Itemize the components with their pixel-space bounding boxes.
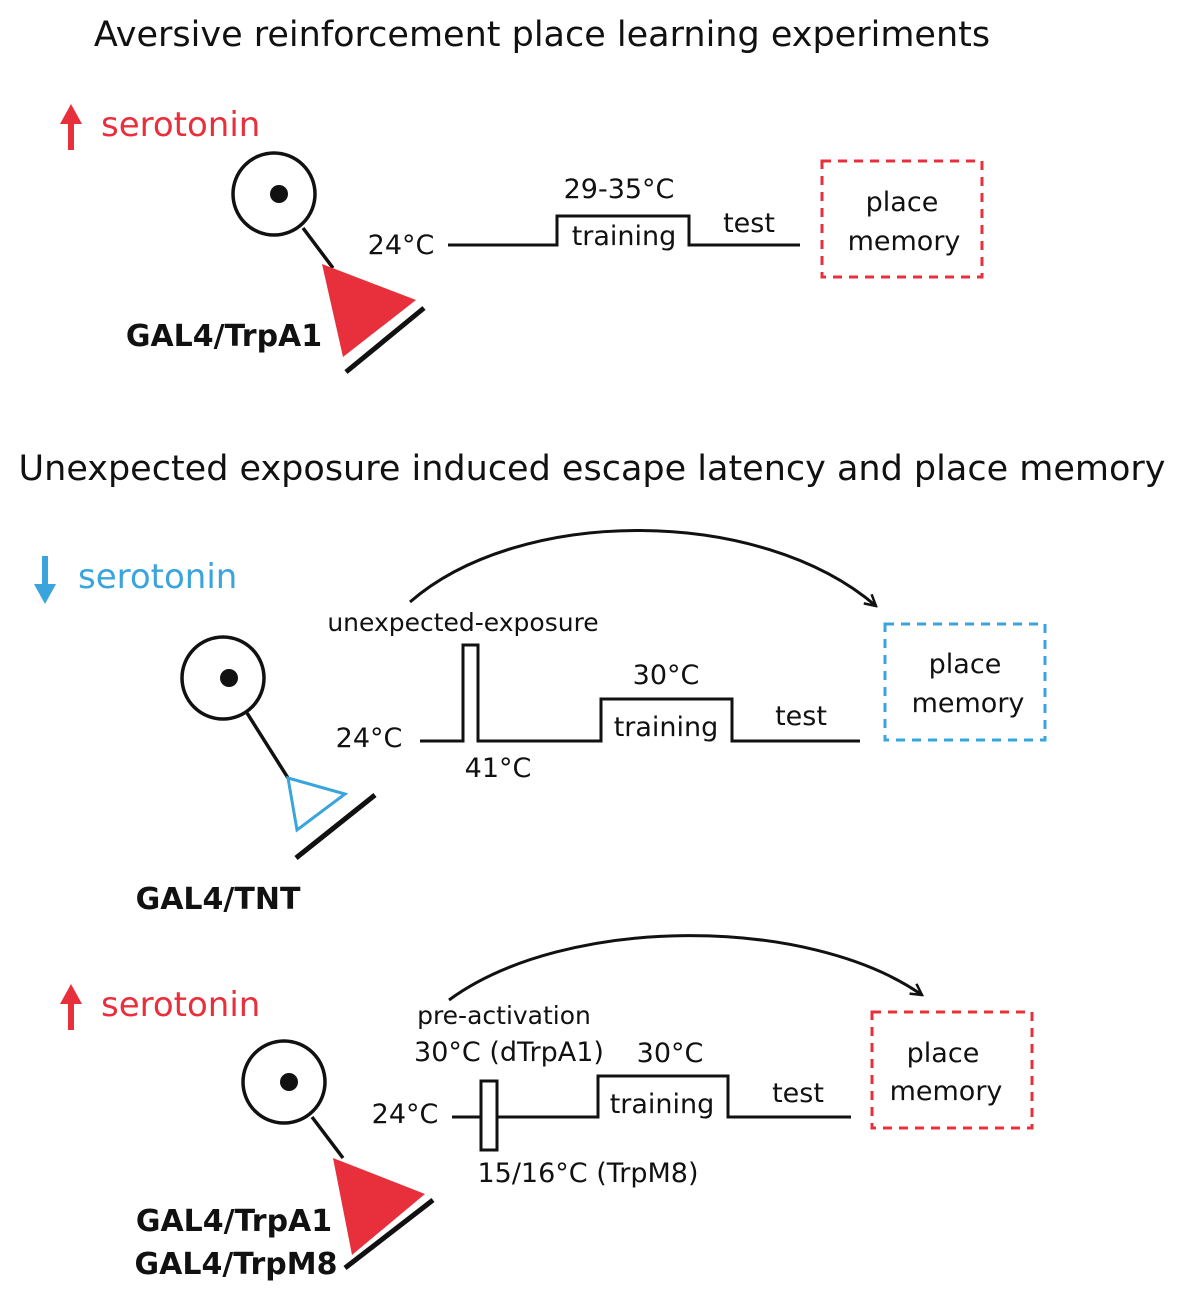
section3-baseline-temp: 24°C [372, 1099, 439, 1130]
section2-genotype: GAL4/TNT [136, 882, 301, 917]
section3-preactivation-pulse [479, 1079, 499, 1152]
section3-genotype-line2: GAL4/TrpM8 [135, 1247, 338, 1282]
section3-training-label: training [610, 1089, 715, 1120]
section-unexpected-exposure: Unexpected exposure induced escape laten… [19, 449, 1166, 917]
section3-test-label: test [772, 1078, 824, 1109]
section2-outcome-line2: memory [912, 688, 1025, 719]
serotonin-up-arrow-icon [60, 104, 82, 150]
section2-curved-arrow [409, 529, 876, 606]
section2-exposure-label: unexpected-exposure [327, 608, 598, 637]
section3-curved-arrow [448, 934, 922, 1002]
section2-baseline-temp: 24°C [336, 723, 403, 754]
section1-serotonin-label: serotonin [101, 105, 260, 145]
section-aversive-reinforcement: Aversive reinforcement place learning ex… [60, 15, 990, 374]
section2-place-memory-box [883, 622, 1047, 742]
section1-title: Aversive reinforcement place learning ex… [94, 15, 990, 55]
section2-serotonin-label: serotonin [78, 557, 237, 597]
section1-outcome-line1: place [866, 187, 939, 218]
serotonergic-neuron-icon [231, 151, 426, 374]
section3-genotype-line1: GAL4/TrpA1 [136, 1204, 332, 1239]
section2-title: Unexpected exposure induced escape laten… [19, 449, 1166, 489]
section1-test-label: test [723, 208, 775, 239]
serotonergic-neuron-inhibited-icon [180, 635, 377, 860]
section1-training-label: training [572, 221, 677, 252]
section2-training-label: training [614, 712, 719, 743]
section1-genotype: GAL4/TrpA1 [126, 319, 322, 354]
serotonergic-neuron-activated-icon [241, 1039, 435, 1270]
serotonin-down-arrow-icon [34, 556, 56, 604]
section3-outcome-line1: place [907, 1038, 980, 1069]
section-pre-activation: serotonin GAL4/TrpA1 GAL4/TrpM8 pre-acti… [60, 934, 1034, 1282]
section1-place-memory-box [820, 159, 984, 279]
section2-outcome-line1: place [929, 649, 1002, 680]
section1-outcome-line2: memory [848, 226, 961, 257]
section3-preactivation-temp-trpa1: 30°C (dTrpA1) [414, 1037, 604, 1068]
section1-temperature-timeline [448, 214, 800, 247]
section2-training-temp: 30°C [633, 660, 700, 691]
section3-training-temp: 30°C [637, 1038, 704, 1069]
section3-serotonin-label: serotonin [101, 985, 260, 1025]
section2-test-label: test [775, 701, 827, 732]
section3-temperature-timeline [452, 1074, 851, 1119]
section1-baseline-temp: 24°C [368, 230, 435, 261]
serotonin-up-arrow-icon-2 [60, 984, 82, 1030]
section3-preactivation-label: pre-activation [417, 1001, 591, 1030]
section3-preactivation-temp-trpm8: 15/16°C (TrpM8) [477, 1158, 698, 1189]
section2-temperature-timeline [420, 643, 860, 743]
section2-exposure-temp: 41°C [465, 753, 532, 784]
section3-place-memory-box [870, 1010, 1034, 1130]
section1-training-temp: 29-35°C [564, 174, 675, 205]
section3-outcome-line2: memory [890, 1076, 1003, 1107]
